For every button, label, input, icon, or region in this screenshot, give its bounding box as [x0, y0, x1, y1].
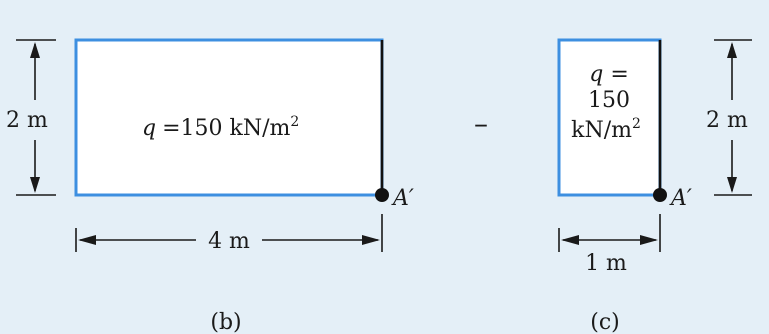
panel-c-load-line-1: q =	[589, 62, 629, 87]
panel-b-load-exp: 2	[290, 114, 299, 130]
panel-b-load-text: q=150 kN/m2	[142, 114, 299, 141]
subtraction-operator: –	[474, 107, 488, 140]
panel-b: A′ q=150 kN/m2 2 m 4 m (b)	[6, 38, 414, 334]
panel-c-load-area	[557, 38, 662, 197]
panel-c-height-arrow-down	[727, 177, 737, 193]
panel-b-height-label: 2 m	[6, 108, 48, 133]
panel-c-load-exp: 2	[632, 116, 641, 132]
panel-c: A′ q = 150 kN/m2 2 m 1 m (c)	[557, 38, 752, 334]
panel-c-load-unit: kN/m	[571, 118, 632, 143]
panel-c-height-label: 2 m	[706, 108, 748, 133]
panel-c-point-a	[653, 188, 667, 202]
panel-b-load-value: =150 kN/m	[162, 116, 290, 141]
panel-b-load-symbol: q	[142, 116, 156, 141]
panel-c-load-eq: =	[603, 62, 628, 87]
panel-c-load-line-3: kN/m2	[571, 116, 641, 143]
panel-c-load-symbol: q	[589, 62, 603, 87]
panel-b-width-arrow-left	[78, 235, 96, 245]
panel-b-caption: (b)	[210, 310, 241, 334]
panel-c-width-arrow-left	[561, 235, 579, 245]
panel-b-point-a	[375, 188, 389, 202]
panel-b-height-arrow-up	[30, 42, 40, 58]
panel-b-load-area	[74, 38, 384, 197]
panel-b-height-arrow-down	[30, 177, 40, 193]
panel-b-width-arrow-right	[362, 235, 380, 245]
panel-c-height-arrow-up	[727, 42, 737, 58]
panel-b-width-label: 4 m	[208, 229, 250, 254]
panel-c-load-line-2: 150	[588, 88, 630, 113]
panel-c-width-label: 1 m	[585, 251, 627, 276]
panel-c-caption: (c)	[590, 310, 620, 334]
panel-b-point-label: A′	[391, 186, 414, 211]
panel-c-point-label: A′	[669, 186, 692, 211]
panel-c-width-arrow-right	[640, 235, 658, 245]
